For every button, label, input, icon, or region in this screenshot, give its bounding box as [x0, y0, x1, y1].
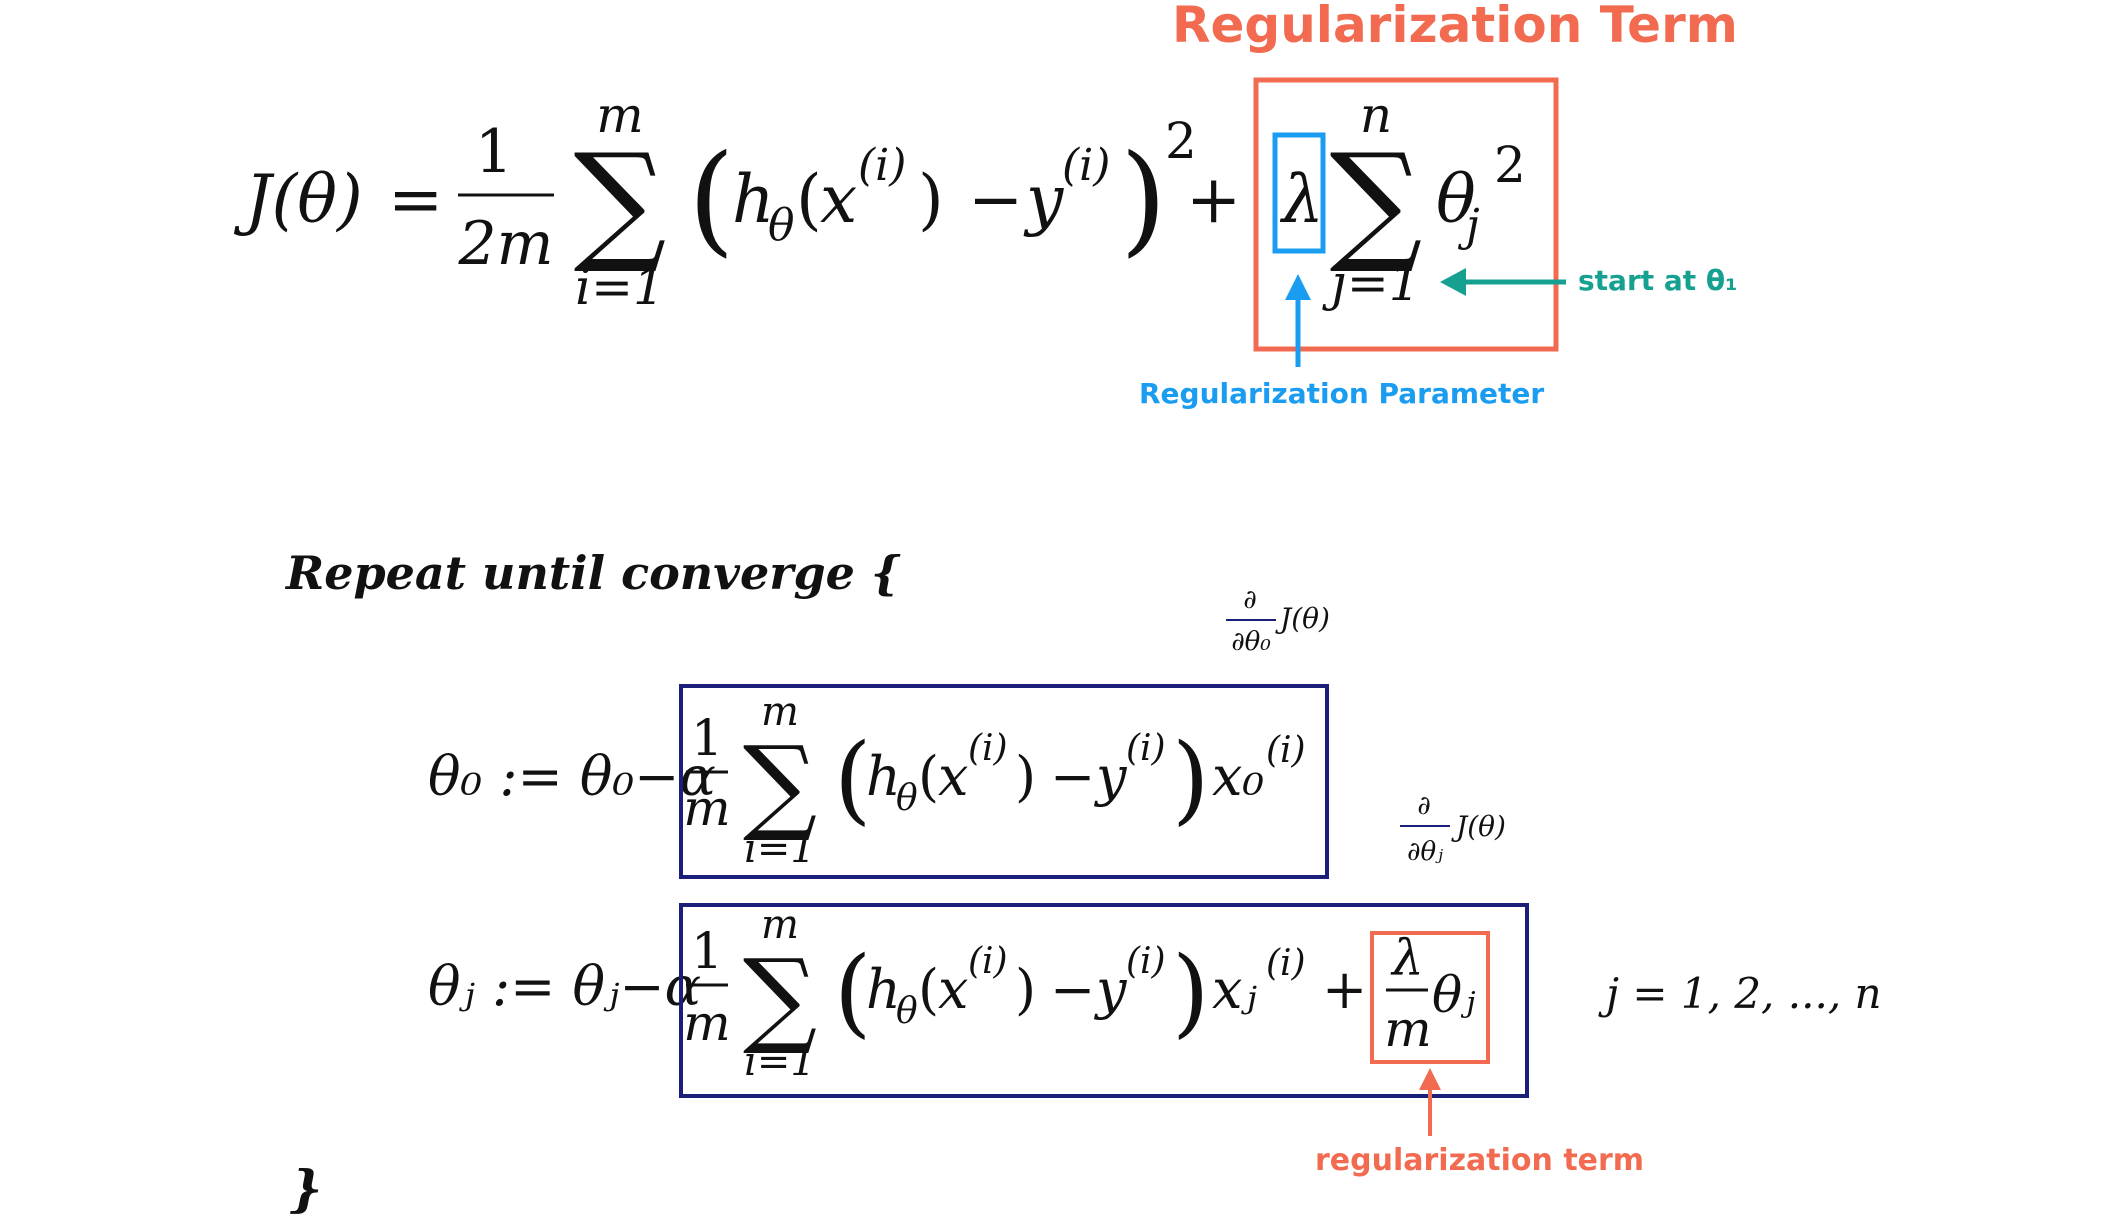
cost-h-sub: θ: [768, 200, 795, 251]
thetaj-x-sup: (i): [968, 941, 1008, 982]
thetaj-sigma: ∑: [743, 936, 817, 1058]
theta0-x0-sup: (i): [1266, 730, 1306, 771]
thetaj-reg-m: m: [1384, 1000, 1431, 1058]
cost-close-paren-x: ): [918, 161, 944, 238]
start-at-arrowhead: [1440, 268, 1466, 296]
dj-num: ∂: [1417, 791, 1430, 821]
cost-y: y: [1023, 161, 1064, 238]
thetaj-x: x: [938, 958, 968, 1021]
cost-equals: =: [388, 161, 443, 238]
theta0-close-paren: ): [1172, 723, 1209, 835]
cost-square: 2: [1165, 112, 1197, 170]
theta0-h: h: [866, 745, 901, 808]
thetaj-frac-num: 1: [691, 922, 723, 980]
regularization-term-title: Regularization Term: [1172, 0, 1738, 54]
theta0-update: θ₀ := θ₀−α 1 m m ∑ i=1 ( h θ ( x (i) ) −…: [428, 684, 1329, 879]
theta0-minus: −: [1050, 745, 1095, 808]
thetaj-xj: xⱼ: [1212, 958, 1257, 1021]
reg-sum-top: n: [1360, 86, 1392, 144]
theta0-paren-x-close: ): [1015, 745, 1036, 808]
cost-open-paren: (: [688, 130, 735, 269]
reg-param-label: Regularization Parameter: [1139, 377, 1544, 410]
thetaj-plus: +: [1322, 958, 1367, 1021]
cost-minus: −: [968, 161, 1023, 238]
partial-derivative-theta0: ∂ ∂θ₀ J(θ): [1226, 585, 1330, 657]
start-at-label: start at θ₁: [1578, 264, 1737, 297]
theta0-gradient-box: [679, 684, 1329, 879]
thetaj-reg-theta: θⱼ: [1432, 966, 1476, 1024]
cost-lhs: J(θ): [233, 161, 363, 238]
d0-den: ∂θ₀: [1231, 627, 1271, 657]
thetaj-y: y: [1094, 958, 1128, 1021]
theta0-x0: x₀: [1212, 745, 1264, 808]
thetaj-open-paren: (: [834, 936, 871, 1048]
thetaj-sum-bot: i=1: [744, 1039, 816, 1085]
thetaj-update: θⱼ := θⱼ−α 1 m m ∑ i=1 ( h θ ( x (i) ) −…: [428, 902, 1529, 1098]
theta0-open-paren: (: [834, 723, 871, 835]
theta0-sum-bot: i=1: [744, 826, 816, 872]
dj-den: ∂θⱼ: [1407, 837, 1443, 867]
thetaj-lhs: θⱼ := θⱼ−α: [428, 955, 701, 1018]
d0-num: ∂: [1243, 585, 1256, 615]
theta0-frac-num: 1: [691, 709, 723, 767]
cost-sum-top: m: [596, 86, 643, 144]
partial-derivative-thetaj: ∂ ∂θⱼ J(θ): [1400, 791, 1506, 867]
thetaj-h: h: [866, 958, 901, 1021]
theta0-x: x: [938, 745, 968, 808]
cost-close-paren: ): [1120, 130, 1167, 269]
theta0-lhs: θ₀ := θ₀−α: [428, 745, 716, 808]
repeat-until-converge: Repeat until converge {: [284, 546, 901, 600]
reg-term-label: regularization term: [1315, 1143, 1644, 1178]
thetaj-close-paren: ): [1172, 936, 1209, 1048]
cost-x: x: [820, 161, 857, 238]
cost-frac-den: 2m: [457, 209, 553, 279]
cost-x-sup: (i): [858, 140, 906, 191]
reg-term-arrowhead: [1419, 1068, 1441, 1090]
cost-h: h: [732, 161, 775, 238]
cost-function: J(θ) = 1 2m m ∑ i=1 ( h θ ( x (i) ) − y …: [233, 77, 1559, 352]
reg-theta-square: 2: [1494, 136, 1526, 194]
reg-theta: θ: [1436, 161, 1476, 238]
cost-frac-num: 1: [475, 117, 513, 187]
reg-param-arrowhead: [1285, 274, 1311, 300]
thetaj-sum-top: m: [761, 902, 799, 948]
theta0-y: y: [1094, 745, 1128, 808]
thetaj-minus: −: [1050, 958, 1095, 1021]
thetaj-paren-x-close: ): [1015, 958, 1036, 1021]
theta0-frac-den: m: [683, 779, 730, 837]
cost-open-paren-x: (: [796, 161, 822, 238]
thetaj-reg-lambda: λ: [1390, 929, 1424, 987]
theta0-y-sup: (i): [1126, 728, 1166, 769]
closing-brace: }: [290, 1159, 322, 1218]
cost-sum-bot: i=1: [575, 258, 665, 316]
j-range: j = 1, 2, ..., n: [1598, 969, 1882, 1018]
start-at-annotation: start at θ₁: [1440, 264, 1737, 297]
cost-plus: +: [1186, 161, 1241, 238]
theta0-sigma: ∑: [743, 723, 817, 845]
cost-sigma: ∑: [574, 125, 667, 277]
reg-sum-bot: j=1: [1321, 254, 1420, 312]
regularization-term-box: [1253, 77, 1559, 352]
theta0-x-sup: (i): [968, 728, 1008, 769]
d0-func: J(θ): [1275, 602, 1330, 635]
lambda-box: [1272, 132, 1326, 254]
thetaj-y-sup: (i): [1126, 941, 1166, 982]
cost-lambda: λ: [1279, 161, 1324, 238]
cost-y-sup: (i): [1062, 140, 1110, 191]
theta0-h-sub: θ: [896, 778, 918, 819]
theta0-sum-top: m: [761, 689, 799, 735]
thetaj-h-sub: θ: [896, 991, 918, 1032]
thetaj-paren-x: (: [918, 958, 939, 1021]
thetaj-reg-term-box: [1370, 931, 1490, 1064]
thetaj-xj-sup: (i): [1266, 943, 1306, 984]
reg-sigma: ∑: [1330, 125, 1423, 277]
reg-term-annotation: regularization term: [1315, 1068, 1644, 1178]
dj-func: J(θ): [1451, 810, 1506, 843]
theta0-paren-x: (: [918, 745, 939, 808]
reg-param-annotation: Regularization Parameter: [1139, 274, 1544, 410]
thetaj-gradient-box: [679, 903, 1529, 1098]
thetaj-frac-den: m: [683, 994, 730, 1052]
